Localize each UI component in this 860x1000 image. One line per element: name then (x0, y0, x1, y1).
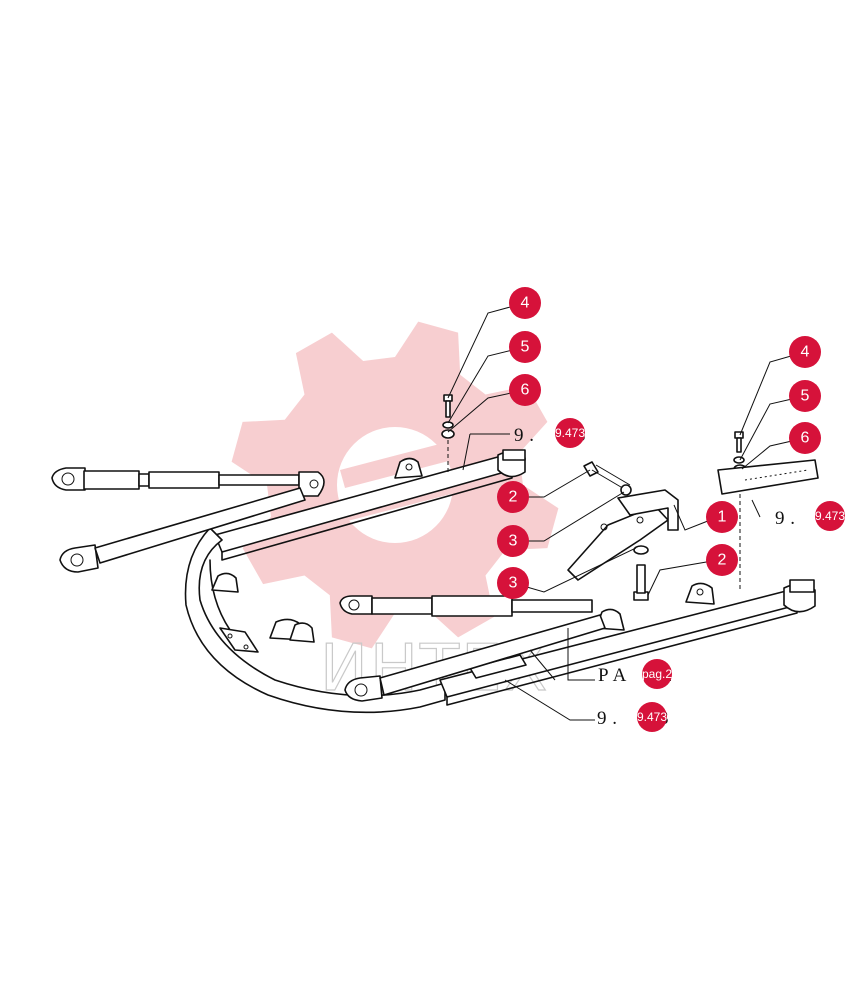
reference-lower[interactable]: 9 . 7 3 9.473 (597, 702, 669, 732)
callout-4-right[interactable]: 4 (789, 336, 821, 368)
svg-text:3: 3 (509, 575, 518, 592)
callout-3-lower[interactable]: 3 (497, 567, 529, 599)
mount-bracket (567, 489, 679, 581)
callout-2-upper[interactable]: 2 (497, 481, 529, 513)
frame-lug-3 (289, 622, 315, 643)
reference-badge: 9.473 (637, 702, 667, 732)
left-upper-rod (51, 467, 325, 497)
lower-rod (344, 614, 606, 702)
reference-right[interactable]: 9 . 9.473 (775, 501, 845, 531)
svg-text:6: 6 (801, 430, 810, 447)
svg-text:9.473: 9.473 (555, 426, 585, 440)
svg-text:1: 1 (718, 509, 727, 526)
u-frame-inner (209, 559, 231, 631)
reference-upper[interactable]: 9 . 7 3 9.473 (514, 418, 586, 448)
upper-clamp-top (502, 449, 526, 461)
left-lower-rod (59, 487, 306, 573)
svg-text:4: 4 (801, 344, 810, 361)
callout-3-upper[interactable]: 3 (497, 525, 529, 557)
svg-text:3: 3 (509, 533, 518, 550)
callout-2-lower[interactable]: 2 (706, 544, 738, 576)
callout-5-left[interactable]: 5 (509, 331, 541, 363)
svg-text:5: 5 (801, 388, 810, 405)
bolt-2b (633, 564, 649, 601)
callout-5-right[interactable]: 5 (789, 380, 821, 412)
reference-badge: 9.473 (555, 418, 585, 448)
frame-lug-1 (211, 572, 239, 593)
svg-text:9 .: 9 . (775, 508, 796, 529)
frame-assembly (184, 449, 816, 714)
callout-1[interactable]: 1 (706, 501, 738, 533)
reference-pag[interactable]: P A 2 pag.2 (598, 659, 673, 689)
svg-text:2: 2 (718, 552, 727, 569)
mid-rod (339, 595, 593, 617)
svg-text:6: 6 (521, 382, 530, 399)
svg-text:pag.2: pag.2 (642, 667, 672, 681)
reference-badge: pag.2 (642, 659, 672, 689)
washer-3b (633, 545, 649, 555)
callout-6-left[interactable]: 6 (509, 374, 541, 406)
callout-4-left[interactable]: 4 (509, 287, 541, 319)
svg-text:5: 5 (521, 339, 530, 356)
upper-lug (394, 457, 423, 479)
svg-text:9.473: 9.473 (815, 509, 845, 523)
bolt-2a (583, 461, 631, 491)
lower-lug-2 (685, 582, 715, 605)
fastener-stack-left (441, 394, 455, 472)
svg-text:9.473: 9.473 (637, 710, 667, 724)
lower-clamp-top (789, 579, 815, 593)
u-frame (184, 527, 446, 714)
leader-lines (447, 302, 806, 721)
reference-badge: 9.473 (815, 501, 845, 531)
callout-6-right[interactable]: 6 (789, 422, 821, 454)
svg-text:2: 2 (509, 489, 518, 506)
svg-text:4: 4 (521, 295, 530, 312)
